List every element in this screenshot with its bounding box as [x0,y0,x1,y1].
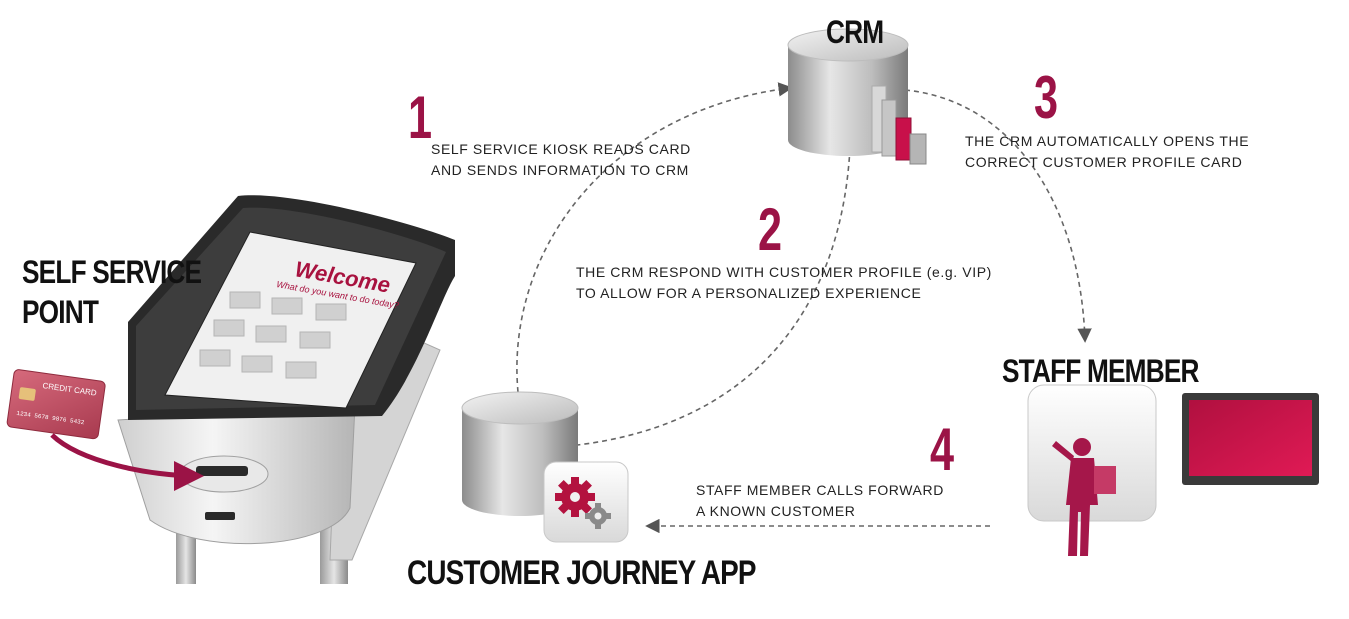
monitor-icon [1182,393,1319,485]
self-service-line2: POINT [22,294,99,330]
step-2-line2: TO ALLOW FOR A PERSONALIZED EXPERIENCE [576,285,922,301]
step-4-line2: A KNOWN CUSTOMER [696,503,856,519]
red-curved-arrow [50,433,204,491]
step-1-line1: SELF SERVICE KIOSK READS CARD [431,141,691,157]
staff-tile [1027,384,1157,522]
staff-member-label: STAFF MEMBER [1002,353,1199,389]
staff-person-icon [1052,438,1116,556]
customer-journey-app-label: CUSTOMER JOURNEY APP [407,554,757,592]
step-1-line2: AND SENDS INFORMATION TO CRM [431,162,689,178]
kiosk-screen-tiles [199,291,347,379]
self-service-point-label: SELF SERVICE POINT [22,252,202,332]
gear-tile [543,461,629,543]
step-4-description: STAFF MEMBER CALLS FORWARD A KNOWN CUSTO… [696,480,944,522]
step-2-line1: THE CRM RESPOND WITH CUSTOMER PROFILE (e… [576,264,992,280]
step-3-line1: THE CRM AUTOMATICALLY OPENS THE [965,133,1250,149]
step-2-number: 2 [758,196,783,263]
small-gear-icon [585,503,611,529]
step-1-number: 1 [408,84,433,151]
crm-label: CRM [826,14,884,50]
gear-icon [555,477,595,517]
arrow-kiosk-to-crm [516,82,793,393]
step-4-number: 4 [930,416,955,483]
arrow-crm-to-staff [904,89,1092,343]
step-1-description: SELF SERVICE KIOSK READS CARD AND SENDS … [431,139,691,181]
step-3-line2: CORRECT CUSTOMER PROFILE CARD [965,154,1243,170]
arrow-crm-to-app [537,147,851,455]
credit-card-icon [6,369,106,440]
crm-bar-chart-icon [871,85,927,165]
self-service-line1: SELF SERVICE [22,254,202,290]
kiosk-illustration [117,195,455,584]
step-3-description: THE CRM AUTOMATICALLY OPENS THE CORRECT … [965,131,1249,173]
step-3-number: 3 [1034,64,1059,131]
step-2-description: THE CRM RESPOND WITH CUSTOMER PROFILE (e… [576,262,992,304]
step-4-line1: STAFF MEMBER CALLS FORWARD [696,482,944,498]
